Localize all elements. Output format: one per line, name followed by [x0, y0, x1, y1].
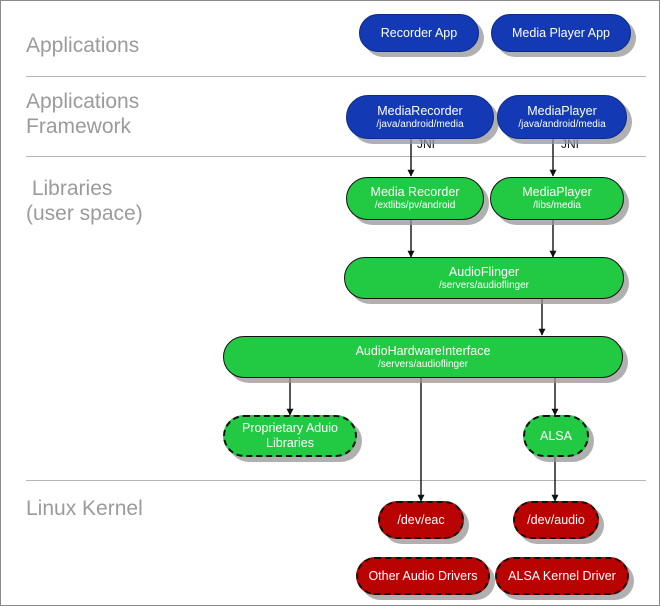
- node-alsa-kernel-driver[interactable]: ALSA Kernel Driver: [495, 557, 629, 595]
- node-title: MediaRecorder: [377, 103, 463, 118]
- node-media-player-app[interactable]: Media Player App: [491, 14, 631, 52]
- node-mediaplayer-lib[interactable]: MediaPlayer /libs/media: [490, 177, 624, 220]
- node-mediarecorder-framework[interactable]: MediaRecorder /java/android/media: [346, 95, 494, 139]
- node-title: /dev/audio: [527, 512, 585, 527]
- node-title: Other Audio Drivers: [368, 568, 478, 583]
- node-subtitle: /java/android/media: [376, 118, 464, 130]
- node-subtitle: /servers/audioflinger: [377, 358, 469, 370]
- node-recorder-app[interactable]: Recorder App: [359, 14, 479, 52]
- node-title: MediaPlayer: [527, 103, 597, 118]
- node-title: Recorder App: [380, 25, 458, 40]
- edge-label-jni-left: JNI: [417, 137, 435, 151]
- node-title: ALSA Kernel Driver: [508, 568, 616, 583]
- node-other-audio-drivers[interactable]: Other Audio Drivers: [356, 557, 490, 595]
- band-label-libraries: Libraries (user space): [26, 177, 143, 225]
- band-label-applications-framework: Applications Framework: [26, 90, 140, 138]
- node-dev-eac[interactable]: /dev/eac: [378, 501, 464, 539]
- node-title: Media Recorder: [370, 185, 460, 199]
- node-dev-audio[interactable]: /dev/audio: [513, 501, 599, 539]
- node-alsa[interactable]: ALSA: [523, 415, 589, 457]
- node-title: /dev/eac: [397, 512, 445, 527]
- divider-libraries: [26, 480, 646, 481]
- edge-label-jni-right: JNI: [561, 137, 579, 151]
- node-media-recorder-lib[interactable]: Media Recorder /extlibs/pv/android: [346, 177, 484, 220]
- node-subtitle: /extlibs/pv/android: [374, 200, 456, 211]
- band-label-linux-kernel: Linux Kernel: [26, 497, 143, 520]
- node-mediaplayer-framework[interactable]: MediaPlayer /java/android/media: [497, 95, 627, 139]
- divider-applications-framework: [26, 156, 646, 157]
- node-title: Proprietary Aduio Libraries: [242, 421, 338, 450]
- node-title: AudioFlinger: [448, 264, 520, 279]
- node-title: MediaPlayer: [522, 185, 592, 199]
- node-audiohardwareinterface[interactable]: AudioHardwareInterface /servers/audiofli…: [223, 336, 623, 378]
- node-title: Media Player App: [512, 25, 610, 40]
- node-proprietary-audio-libraries[interactable]: Proprietary Aduio Libraries: [223, 415, 357, 457]
- node-subtitle: /servers/audioflinger: [438, 279, 530, 291]
- divider-applications: [26, 76, 646, 77]
- node-title: AudioHardwareInterface: [355, 343, 491, 358]
- node-subtitle: /libs/media: [533, 200, 581, 211]
- node-audioflinger[interactable]: AudioFlinger /servers/audioflinger: [344, 257, 624, 299]
- band-label-applications: Applications: [26, 34, 140, 57]
- node-title: ALSA: [540, 428, 572, 443]
- node-subtitle: /java/android/media: [518, 118, 606, 130]
